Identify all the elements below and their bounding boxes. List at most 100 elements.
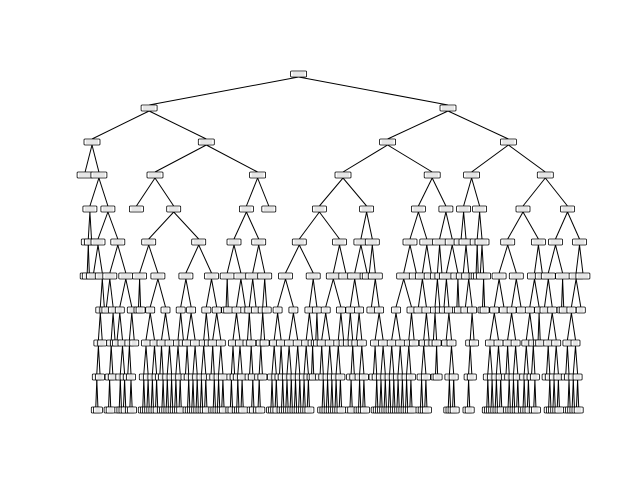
tree-edge bbox=[522, 177, 546, 207]
tree-edge bbox=[384, 379, 387, 408]
tree-edge bbox=[354, 244, 362, 274]
tree-edge bbox=[525, 312, 531, 341]
tree-edge bbox=[479, 244, 483, 274]
tree-edge bbox=[505, 345, 509, 375]
tree-split-node bbox=[570, 339, 581, 347]
tree-split-node bbox=[284, 339, 295, 347]
tree-edge bbox=[297, 345, 301, 375]
tree-edge bbox=[481, 244, 485, 274]
tree-edge bbox=[185, 345, 188, 375]
tree-edge bbox=[393, 379, 396, 408]
node-box bbox=[336, 406, 347, 414]
tree-leaf-node bbox=[409, 339, 420, 347]
tree-edge bbox=[286, 345, 290, 375]
tree-edge bbox=[547, 312, 553, 341]
tree-edge bbox=[409, 211, 419, 240]
node-box bbox=[257, 373, 268, 381]
tree-split-node bbox=[90, 238, 106, 246]
tree-edge bbox=[110, 312, 114, 341]
tree-edge bbox=[165, 312, 170, 341]
node-box bbox=[364, 238, 380, 246]
tree-edge bbox=[439, 244, 443, 274]
tree-edge bbox=[493, 278, 500, 308]
tree-split-node bbox=[551, 339, 562, 347]
tree-edge bbox=[425, 379, 428, 408]
tree-split-node bbox=[405, 373, 416, 381]
tree-split-node bbox=[396, 272, 412, 280]
tree-edge bbox=[327, 379, 330, 408]
tree-edge bbox=[205, 312, 210, 341]
tree-edge bbox=[230, 345, 234, 375]
tree-edge bbox=[149, 312, 155, 341]
tree-edge bbox=[109, 244, 119, 274]
tree-edge bbox=[511, 278, 517, 308]
tree-edge bbox=[96, 345, 99, 375]
tree-split-node bbox=[320, 306, 331, 314]
tree-edge bbox=[248, 312, 252, 341]
tree-edge bbox=[258, 379, 261, 408]
tree-edge bbox=[307, 379, 310, 408]
tree-split-node bbox=[515, 205, 531, 213]
node-box bbox=[467, 306, 478, 314]
tree-edge bbox=[316, 312, 319, 341]
tree-edge bbox=[148, 244, 159, 274]
node-box bbox=[249, 171, 267, 179]
tree-leaf-node bbox=[127, 406, 137, 414]
tree-edge bbox=[498, 244, 509, 274]
tree-edges bbox=[84, 76, 584, 408]
tree-split-node bbox=[334, 171, 352, 179]
tree-leaf-node bbox=[105, 406, 116, 414]
tree-edge bbox=[179, 379, 182, 408]
tree-edge bbox=[206, 144, 258, 173]
tree-edge bbox=[417, 278, 423, 308]
tree-split-node bbox=[448, 373, 459, 381]
tree-split-node bbox=[278, 272, 293, 280]
tree-edge bbox=[462, 244, 467, 274]
tree-split-node bbox=[508, 272, 524, 280]
tree-edge bbox=[109, 379, 112, 408]
tree-edge bbox=[325, 312, 331, 341]
tree-leaf-node bbox=[464, 406, 475, 414]
node-box bbox=[547, 306, 558, 314]
tree-edge bbox=[275, 379, 278, 408]
node-box bbox=[238, 205, 254, 213]
node-box bbox=[439, 104, 457, 112]
tree-edge bbox=[495, 345, 499, 375]
tree-edge bbox=[298, 76, 449, 106]
tree-split-node bbox=[245, 272, 261, 280]
tree-edge bbox=[87, 244, 90, 274]
node-box bbox=[217, 373, 228, 381]
tree-edge bbox=[295, 379, 298, 408]
tree-edge bbox=[185, 244, 200, 274]
node-box bbox=[207, 339, 218, 347]
tree-edge bbox=[557, 379, 560, 408]
tree-edge bbox=[500, 379, 503, 408]
tree-edge bbox=[464, 278, 470, 308]
node-box bbox=[356, 339, 367, 347]
tree-edge bbox=[139, 278, 142, 308]
tree-edge bbox=[312, 345, 315, 375]
tree-edge bbox=[368, 244, 373, 274]
node-box bbox=[575, 272, 591, 280]
tree-split-node bbox=[191, 238, 207, 246]
tree-split-node bbox=[257, 272, 273, 280]
tree-edge bbox=[262, 312, 266, 341]
tree-edge bbox=[258, 244, 266, 274]
node-box bbox=[178, 272, 194, 280]
tree-leaf-node bbox=[93, 406, 103, 414]
tree-edge bbox=[443, 278, 447, 308]
tree-edge bbox=[403, 244, 411, 274]
tree-leaf-node bbox=[257, 373, 268, 381]
node-box bbox=[95, 373, 105, 381]
tree-edge bbox=[570, 278, 577, 308]
tree-split-node bbox=[378, 339, 389, 347]
tree-edge bbox=[194, 345, 198, 375]
tree-edge bbox=[84, 144, 93, 173]
tree-edge bbox=[371, 244, 376, 274]
node-box bbox=[540, 272, 556, 280]
tree-edge bbox=[279, 345, 282, 375]
node-box bbox=[562, 339, 573, 347]
tree-split-node bbox=[463, 171, 481, 179]
tree-edge bbox=[198, 244, 212, 274]
